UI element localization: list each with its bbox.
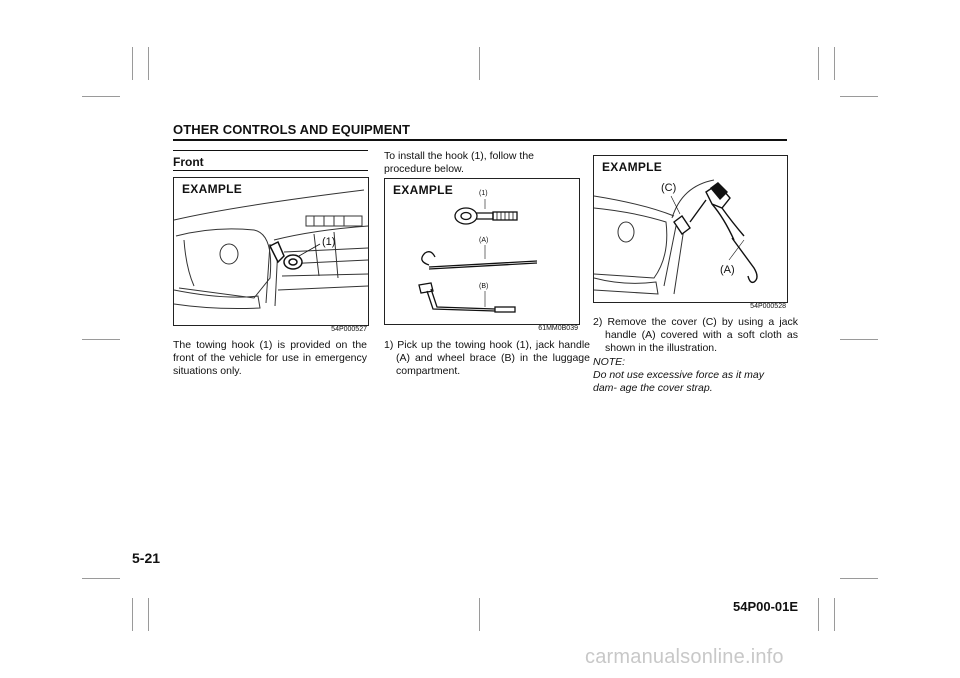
step-1: 1) Pick up the towing hook (1), jack han… (384, 339, 590, 377)
subsection-rule (173, 170, 368, 171)
header-rule (173, 139, 787, 141)
figure-code: 54P000527 (331, 326, 367, 333)
note-text: Do not use excessive force as it may dam… (593, 369, 764, 394)
figure-label: EXAMPLE (393, 183, 454, 197)
callout-a: (A) (720, 264, 735, 276)
figure-label: EXAMPLE (602, 160, 663, 174)
figure-tools: EXAMPLE (1) (A) (B) (384, 178, 580, 325)
figure-towing-hook-front: EXAMPLE (1) (173, 177, 369, 326)
page-number: 5-21 (132, 550, 161, 566)
figure-code: 54P000528 (750, 303, 786, 310)
step-2: 2) Remove the cover (C) by using a jack … (593, 316, 798, 354)
subsection-title: Front (173, 155, 204, 169)
section-header: OTHER CONTROLS AND EQUIPMENT (173, 122, 411, 137)
callout-a: (A) (479, 237, 489, 244)
cover-removal-illustration (594, 179, 758, 295)
callout-b: (B) (479, 283, 489, 290)
callout-c: (C) (661, 182, 677, 194)
install-intro: To install the hook (1), follow the proc… (384, 150, 534, 175)
callout-1: (1) (479, 190, 488, 197)
towing-hook-description: The towing hook (1) is provided on the f… (173, 339, 367, 377)
subsection-top-rule (173, 150, 368, 151)
watermark: carmanualsonline.info (585, 646, 784, 668)
callout-1: (1) (322, 236, 336, 248)
note-label: NOTE: (593, 356, 626, 368)
figure-code: 61MM0B039 (538, 325, 578, 332)
tools-illustration (418, 199, 538, 313)
front-bumper-illustration (174, 189, 368, 309)
figure-remove-cover: EXAMPLE (C) (A) (593, 155, 788, 303)
figure-label: EXAMPLE (182, 182, 243, 196)
document-code: 54P00-01E (733, 599, 799, 614)
